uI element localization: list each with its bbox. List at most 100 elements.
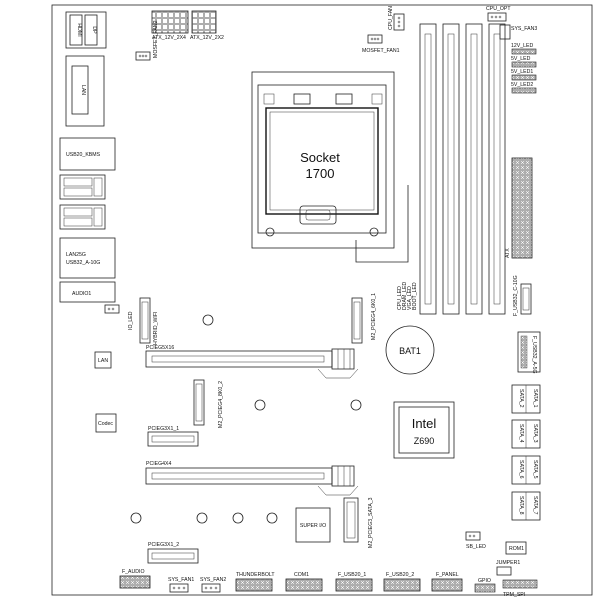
- f-audio-header: F_AUDIO: [119, 569, 151, 589]
- atx-12v-2x4-connector: ATX_12V_2X4: [151, 10, 189, 41]
- led-5v-label: 5V_LED: [511, 56, 531, 62]
- usb-stack-1: [59, 174, 106, 200]
- debug-led-dram: DRAM_LED: [402, 281, 408, 310]
- tpm-spi-header: TPM_SPI: [502, 579, 538, 598]
- f-usb32-a-label: F_USB32_A-5G: [531, 336, 537, 373]
- bios-rom: ROM1: [505, 541, 527, 555]
- pcie-x4-label: PCIEG4X4: [146, 461, 171, 467]
- audio-codec: Codec: [95, 413, 117, 433]
- pcie-x1-1-slot: PCIEG3X1_1: [147, 426, 199, 447]
- lan25g-usb32-port: LAN25G USB32_A-10G: [59, 237, 116, 279]
- standoff: [202, 314, 214, 326]
- rom1-label: ROM1: [509, 546, 524, 552]
- sata-2-label: SATA_2: [518, 389, 524, 408]
- m2-slot-3: M2_PCIEG3_SATA_3: [343, 497, 374, 548]
- sata-7-label: SATA_7: [532, 496, 538, 515]
- tpm-spi-label: TPM_SPI: [503, 592, 525, 598]
- board-outline: [51, 4, 593, 596]
- com1-label: COM1: [294, 572, 309, 578]
- battery: BAT1: [385, 325, 435, 375]
- led-5v1-label: 5V_LED1: [511, 69, 533, 75]
- atx-label: ATX: [505, 248, 511, 258]
- lan-chip-label: LAN: [98, 358, 108, 364]
- lan-io-port: LAN: [65, 55, 105, 127]
- mosfet-fan2-label: MOSFET_FAN2: [153, 20, 159, 58]
- atx-12v-2x4-label: ATX_12V_2X4: [152, 35, 186, 41]
- sata-1-label: SATA_1: [532, 389, 538, 408]
- standoff: [254, 399, 266, 411]
- standoff: [196, 512, 208, 524]
- mosfet-fan1-label: MOSFET_FAN1: [362, 48, 400, 54]
- f-usb32-a-header: F_USB32_A-5G: [517, 331, 541, 373]
- sys-fan3-header: SYS_FAN3: [499, 24, 537, 40]
- com1-header: COM1: [285, 572, 323, 592]
- usb32-a10g-label: USB32_A-10G: [66, 260, 100, 266]
- f-usb20-1-label: F_USB20_1: [338, 572, 366, 578]
- mosfet-fan1-header: MOSFET_FAN1: [362, 34, 400, 54]
- sys-fan3-label: SYS_FAN3: [511, 26, 537, 32]
- pcie-x16-label: PCIEG5X16: [146, 345, 174, 351]
- dimm-slots: [419, 23, 506, 315]
- standoff: [266, 512, 278, 524]
- cpu-opt-header: CPU_OPT: [486, 6, 511, 22]
- standoff: [130, 512, 142, 524]
- thunderbolt-label: THUNDERBOLT: [236, 572, 275, 578]
- usb20-kbms-port: USB20_KBMS: [59, 137, 116, 171]
- sys-fan1-header: SYS_FAN1: [168, 577, 194, 593]
- sb-led-label: SB_LED: [466, 544, 486, 550]
- led-headers: 12V_LED 5V_LED 5V_LED1 5V_LED2: [511, 43, 537, 94]
- hybrid-wifi-label: HYBRID_WIFI: [153, 312, 159, 345]
- thunderbolt-header: THUNDERBOLT: [235, 572, 275, 592]
- f-audio-label: F_AUDIO: [122, 569, 144, 575]
- lan-io-label: LAN: [80, 85, 86, 95]
- intel-label-line2: Z690: [414, 436, 435, 446]
- m2-1-label: M2_PCIEG4_6K0_1: [371, 293, 377, 340]
- jumper-label: JUMPER1: [496, 560, 520, 566]
- dp-label: DP: [91, 26, 97, 34]
- f-panel-label: F_PANEL: [436, 572, 459, 578]
- f-usb32-c-label: F_USB32_C-10G: [513, 275, 519, 316]
- cpu-fan-label: CPU_FAN: [388, 6, 394, 30]
- usb20-kbms-label: USB20_KBMS: [66, 152, 101, 158]
- m2-3-label: M2_PCIEG3_SATA_3: [368, 497, 374, 548]
- pcie-x1-2-label: PCIEG3X1_2: [148, 542, 179, 548]
- f-usb20-2-label: F_USB20_2: [386, 572, 414, 578]
- intel-label-line1: Intel: [412, 416, 437, 431]
- audio1-label: AUDIO1: [72, 291, 91, 297]
- mosfet-fan2-header: MOSFET_FAN2: [135, 20, 159, 61]
- debug-leds: CPU_LED DRAM_LED VGA_LED BOOT_LED: [397, 281, 418, 310]
- debug-led-vga: VGA_LED: [407, 286, 413, 310]
- cpu-fan-header: CPU_FAN: [388, 6, 405, 31]
- sys-fan1-label: SYS_FAN1: [168, 577, 194, 583]
- pcie-x4-slot: PCIEG4X4: [145, 461, 359, 496]
- chipset: Intel Z690: [393, 401, 455, 459]
- gpio-label: GPIO: [478, 578, 491, 584]
- atx-12v-2x2-label: ATX_12V_2X2: [190, 35, 224, 41]
- m2-slot-1: M2_PCIEG4_6K0_1: [351, 293, 377, 344]
- sys-fan2-label: SYS_FAN2: [200, 577, 226, 583]
- atx-12v-2x2-connector: ATX_12V_2X2: [190, 10, 224, 41]
- sata-3-label: SATA_3: [532, 424, 538, 443]
- standoff: [350, 399, 362, 411]
- standoff: [232, 512, 244, 524]
- bat1-label: BAT1: [399, 346, 421, 356]
- sys-fan2-header: SYS_FAN2: [200, 577, 226, 593]
- socket-label-line1: Socket: [300, 150, 340, 165]
- sb-led-header: SB_LED: [465, 531, 486, 550]
- hybrid-wifi-slot: HYBRID_WIFI: [139, 297, 159, 345]
- io-led-label: IO_LED: [128, 311, 134, 330]
- audio1-port: AUDIO1: [59, 281, 116, 303]
- sata-5-label: SATA_5: [532, 460, 538, 479]
- hdmi-dp-port: HDMI DP: [65, 11, 107, 49]
- cpu-socket: Socket 1700: [251, 71, 409, 263]
- codec-label: Codec: [98, 421, 113, 427]
- hdmi-label: HDMI: [76, 23, 82, 36]
- m2-2-label: M2_PCIEG4_8K0_2: [218, 381, 224, 428]
- sata-4-label: SATA_4: [518, 424, 524, 443]
- f-panel-header: F_PANEL: [431, 572, 463, 592]
- super-io-chip: SUPER I/O: [295, 507, 331, 543]
- pcie-x1-1-label: PCIEG3X1_1: [148, 426, 179, 432]
- led-5v2-label: 5V_LED2: [511, 82, 533, 88]
- pcie-x16-slot: PCIEG5X16: [145, 345, 359, 379]
